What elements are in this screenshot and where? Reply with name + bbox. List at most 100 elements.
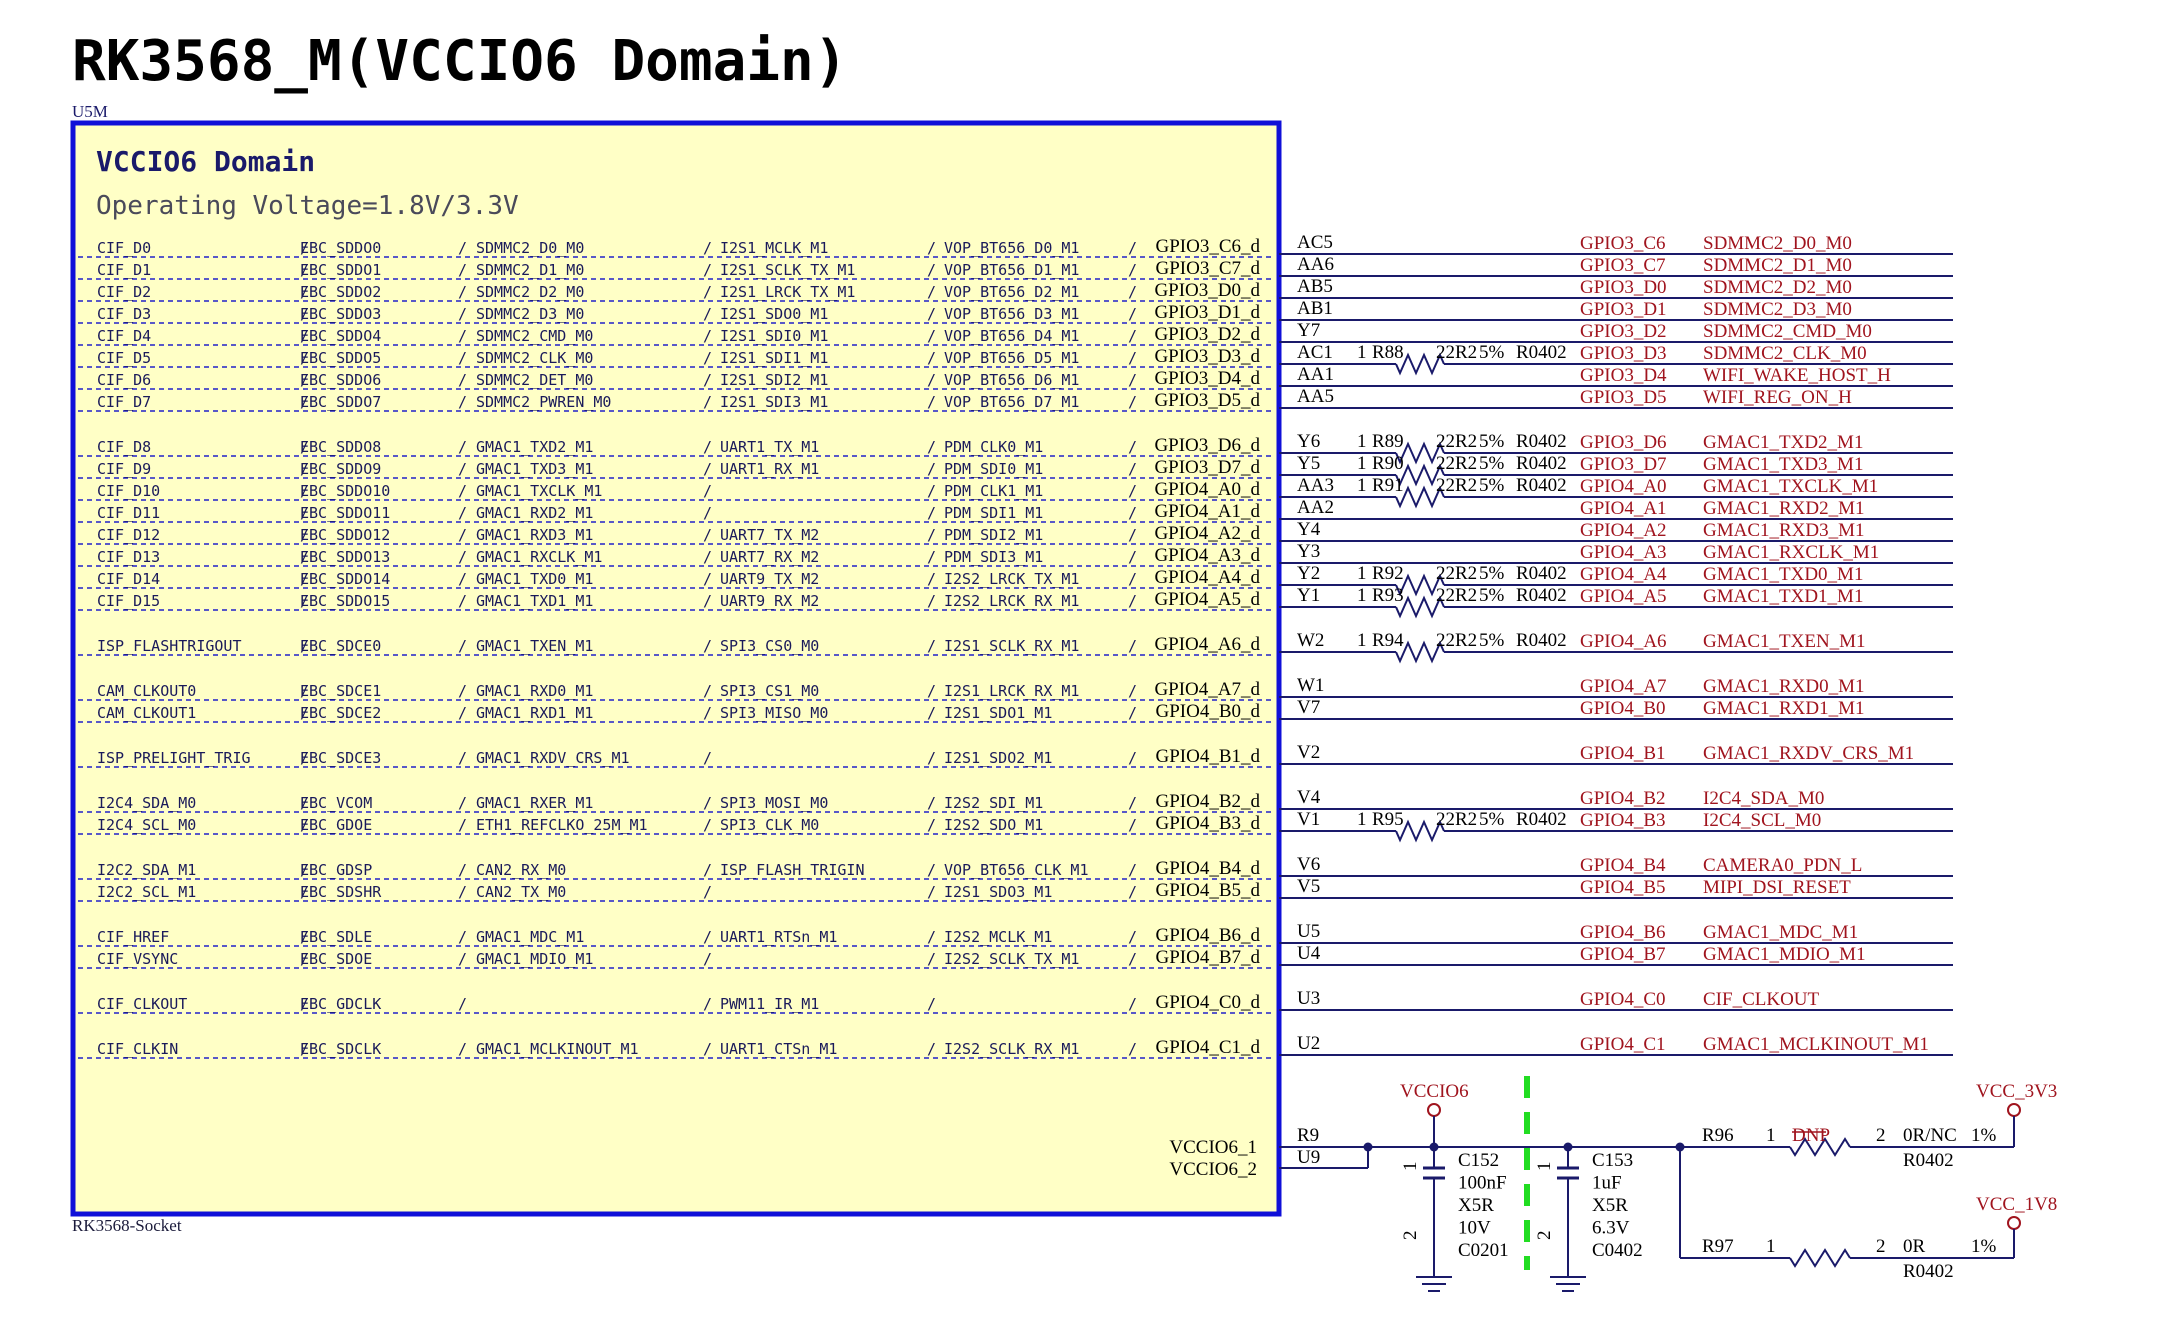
alt-function-label: CIF_D8 [97, 438, 151, 456]
alt-function-label: I2S1_SDO2_M1 [944, 749, 1052, 767]
r97-value: 0R [1903, 1236, 1926, 1257]
pin-number: AC1 [1297, 342, 1333, 363]
alt-separator: / [927, 548, 936, 566]
alt-function-label: EBC_SDCLK [300, 1040, 381, 1058]
alt-function-label: VOP_BT656_D1_M1 [944, 261, 1079, 279]
alt-function-label: EBC_SDDO0 [300, 239, 381, 257]
alt-separator: / [458, 637, 467, 655]
alt-function-label: GMAC1_RXER_M1 [476, 794, 593, 812]
alt-separator: / [458, 1040, 467, 1058]
alt-separator: / [300, 460, 309, 478]
cap-attr: X5R [1592, 1195, 1628, 1216]
alt-function-label: CAN2_TX_M0 [476, 883, 566, 901]
resistor-package: R0402 [1516, 475, 1567, 496]
alt-separator: / [1128, 749, 1137, 767]
alt-separator: / [1128, 327, 1137, 345]
pin-name: GPIO4_C0_d [1155, 992, 1260, 1013]
resistor-tolerance: 5% [1479, 342, 1505, 363]
alt-separator: / [1128, 995, 1137, 1013]
net-label: GPIO3_C6 [1580, 233, 1666, 254]
alt-function-label: SPI3_MOSI_M0 [720, 794, 828, 812]
power-pin-number-1: R9 [1297, 1125, 1319, 1146]
alt-separator: / [300, 371, 309, 389]
pin-name: GPIO3_D2_d [1154, 324, 1260, 345]
alt-separator: / [1128, 460, 1137, 478]
alt-function-label: UART9_RX_M2 [720, 592, 819, 610]
alt-function-label: I2S1_SDO0_M1 [720, 305, 828, 323]
alt-separator: / [703, 637, 712, 655]
alt-separator: / [458, 928, 467, 946]
alt-function-label: CAM_CLKOUT1 [97, 704, 196, 722]
alt-separator: / [703, 371, 712, 389]
alt-function-label: EBC_SDLE [300, 928, 372, 946]
vcc-1v8-power-flag [2007, 1216, 2021, 1230]
alt-separator: / [458, 393, 467, 411]
pin-name: GPIO4_B1_d [1155, 746, 1260, 767]
series-resistor [1395, 573, 1445, 597]
net-label: GPIO4_A5 [1580, 586, 1667, 607]
net-label: GPIO4_A2 [1580, 520, 1667, 541]
net-label: GPIO4_A0 [1580, 476, 1667, 497]
alt-separator: / [1128, 305, 1137, 323]
alt-separator: / [927, 749, 936, 767]
pin-name: GPIO4_B4_d [1155, 858, 1260, 879]
alt-function-label: EBC_SDDO9 [300, 460, 381, 478]
alt-separator: / [703, 504, 712, 522]
pin-name: GPIO4_B6_d [1155, 925, 1260, 946]
alt-function-label: CIF_D0 [97, 239, 151, 257]
r96-ref: R96 [1702, 1125, 1734, 1146]
net-function-label: GMAC1_TXD0_M1 [1703, 564, 1863, 585]
alt-function-label: EBC_SDDO7 [300, 393, 381, 411]
cap-attr: C0402 [1592, 1240, 1643, 1261]
alt-function-label: GMAC1_RXCLK_M1 [476, 548, 602, 566]
alt-separator: / [458, 682, 467, 700]
alt-separator: / [927, 883, 936, 901]
pin-name: GPIO3_D1_d [1154, 302, 1260, 323]
alt-separator: / [300, 637, 309, 655]
alt-function-label: UART9_TX_M2 [720, 570, 819, 588]
alt-separator: / [927, 950, 936, 968]
alt-function-label: I2S2_SCLK_RX_M1 [944, 1040, 1079, 1058]
alt-separator: / [703, 928, 712, 946]
pin-name: GPIO4_B3_d [1155, 813, 1260, 834]
alt-separator: / [927, 261, 936, 279]
resistor-tolerance: 5% [1479, 809, 1505, 830]
resistor-value: 22R2 [1436, 630, 1477, 651]
alt-separator: / [1128, 548, 1137, 566]
resistor-package: R0402 [1516, 585, 1567, 606]
alt-separator: / [300, 438, 309, 456]
pin-name: GPIO4_A0_d [1154, 479, 1260, 500]
pin-number: W1 [1297, 675, 1324, 696]
alt-separator: / [300, 928, 309, 946]
alt-separator: / [300, 327, 309, 345]
alt-function-label: CAM_CLKOUT0 [97, 682, 196, 700]
alt-separator: / [703, 592, 712, 610]
net-label: GPIO4_C0 [1580, 989, 1666, 1010]
alt-separator: / [703, 526, 712, 544]
net-label: GPIO4_B5 [1580, 877, 1666, 898]
r97-package: R0402 [1903, 1261, 1954, 1282]
alt-function-label: EBC_SDDO8 [300, 438, 381, 456]
footprint-label: RK3568-Socket [72, 1216, 182, 1235]
alt-function-label: EBC_SDDO12 [300, 526, 390, 544]
pin-name: GPIO3_D6_d [1154, 435, 1260, 456]
alt-separator: / [458, 504, 467, 522]
junction-dot [1363, 1142, 1373, 1152]
pin-number: Y2 [1297, 563, 1320, 584]
alt-function-label: I2S1_SCLK_RX_M1 [944, 637, 1079, 655]
resistor-tolerance: 5% [1479, 453, 1505, 474]
page-title: RK3568_M(VCCIO6 Domain) [72, 29, 847, 94]
pin-number: Y3 [1297, 541, 1320, 562]
r97-resistor [1789, 1248, 1851, 1268]
net-label: GPIO3_D1 [1580, 299, 1667, 320]
alt-function-label: I2S1_SDI3_M1 [720, 393, 828, 411]
alt-separator: / [1128, 482, 1137, 500]
alt-function-label: VOP_BT656_CLK_M1 [944, 861, 1089, 879]
alt-separator: / [703, 682, 712, 700]
series-resistor [1395, 441, 1445, 465]
